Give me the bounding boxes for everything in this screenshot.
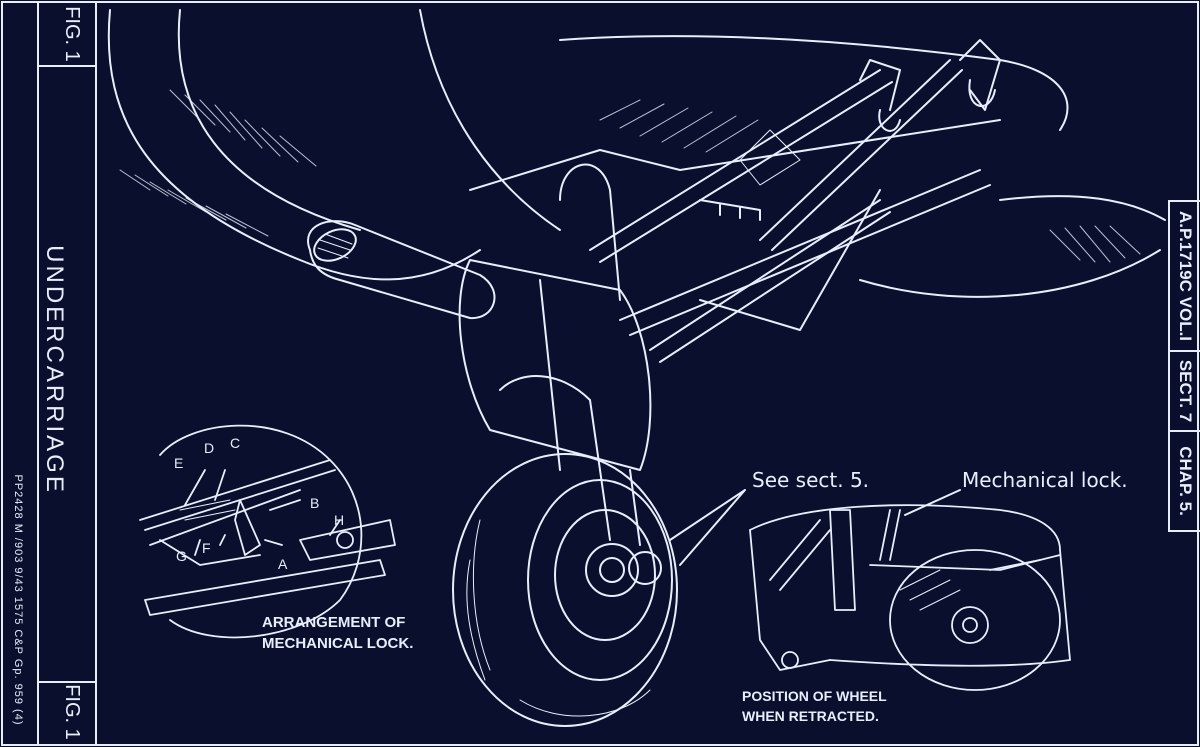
lock-inset-circle <box>159 424 363 639</box>
see-sect-callout: See sect. 5. <box>752 468 870 492</box>
nacelle-hatching <box>119 89 1141 263</box>
mechanical-lock-leader <box>904 489 961 516</box>
wing-outline <box>559 35 1069 131</box>
lock-letter-a: A <box>278 556 288 572</box>
retracted-bay-outline <box>749 504 1071 667</box>
ref-chapter: CHAP. 5. <box>1168 430 1200 532</box>
exhaust-stub <box>307 220 496 320</box>
nacelle-outline <box>107 9 481 281</box>
retraction-struts <box>469 39 1001 363</box>
lock-letter-c: C <box>230 435 241 451</box>
mechanical-lock-callout: Mechanical lock. <box>962 468 1128 492</box>
sheet-title: UNDERCARRIAGE <box>41 245 68 495</box>
retracted-caption-line2: WHEN RETRACTED. <box>742 708 879 724</box>
see-sect-leader <box>669 489 746 566</box>
lock-letter-d: D <box>204 440 215 456</box>
ref-section: SECT. 7 <box>1168 350 1200 432</box>
lock-letter-b: B <box>310 495 320 511</box>
retracted-caption-line1: POSITION OF WHEEL <box>742 688 887 704</box>
fig-label-bottom: FIG. 1 <box>61 684 83 740</box>
main-wheel <box>452 453 678 727</box>
ref-publication: A.P.1719C VOL.I <box>1168 200 1200 352</box>
lock-letter-f: F <box>202 540 211 556</box>
print-line: PP2428 M /903 9/43 1575 C&P Gp. 959 (4) <box>12 474 24 726</box>
lock-letter-g: G <box>176 548 187 564</box>
fig-label-top: FIG. 1 <box>61 6 83 62</box>
lock-letter-e: E <box>174 455 184 471</box>
reference-block: A.P.1719C VOL.I SECT. 7 CHAP. 5. <box>1168 200 1200 532</box>
lock-caption-line2: MECHANICAL LOCK. <box>262 635 414 652</box>
lock-letter-h: H <box>334 512 345 528</box>
lock-caption-line1: ARRANGEMENT OF <box>262 614 406 631</box>
